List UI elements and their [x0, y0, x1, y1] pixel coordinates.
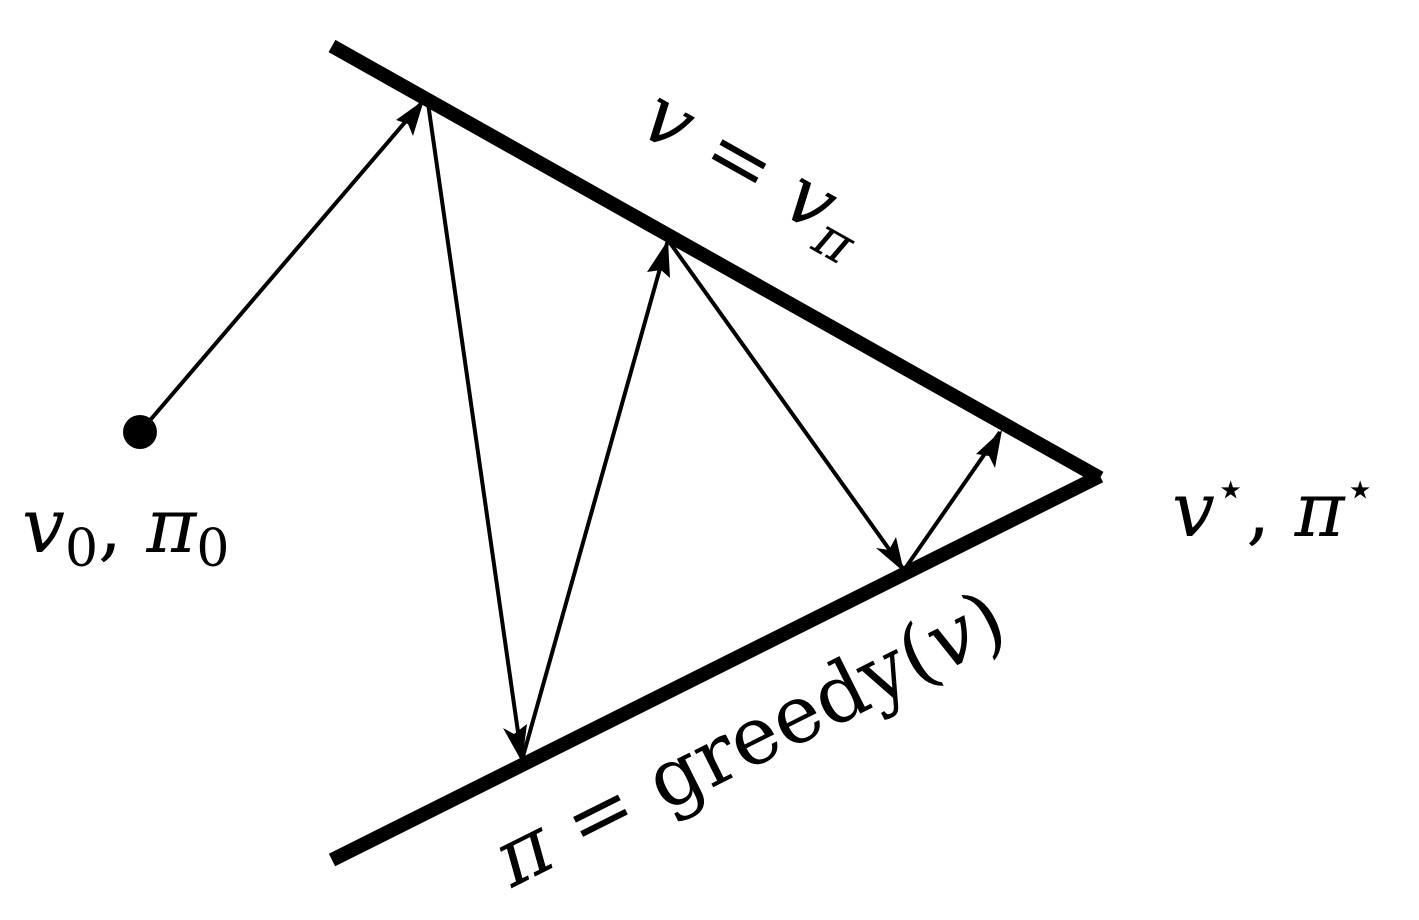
start-label: v0, π0 [22, 481, 229, 579]
arrowhead-1 [396, 100, 424, 136]
arrow-policy-to-value-2 [520, 239, 670, 761]
arrowhead-3 [647, 240, 670, 278]
arrowheads [396, 100, 1002, 762]
arrow-value-to-policy-1 [426, 102, 524, 761]
arrow-value-to-policy-2 [666, 238, 906, 572]
arrowhead-2 [503, 724, 527, 762]
value-line-label-group: v = vπ [622, 68, 886, 278]
value-line-label: v = vπ [622, 68, 886, 278]
optimum-label: v⋆, π⋆ [1172, 460, 1376, 554]
arrowhead-4 [876, 537, 904, 572]
arrowhead-5 [976, 430, 1002, 468]
greedy-policy-line [328, 469, 1104, 867]
arrow-start-to-value [138, 98, 426, 434]
value-function-line [328, 39, 1104, 485]
